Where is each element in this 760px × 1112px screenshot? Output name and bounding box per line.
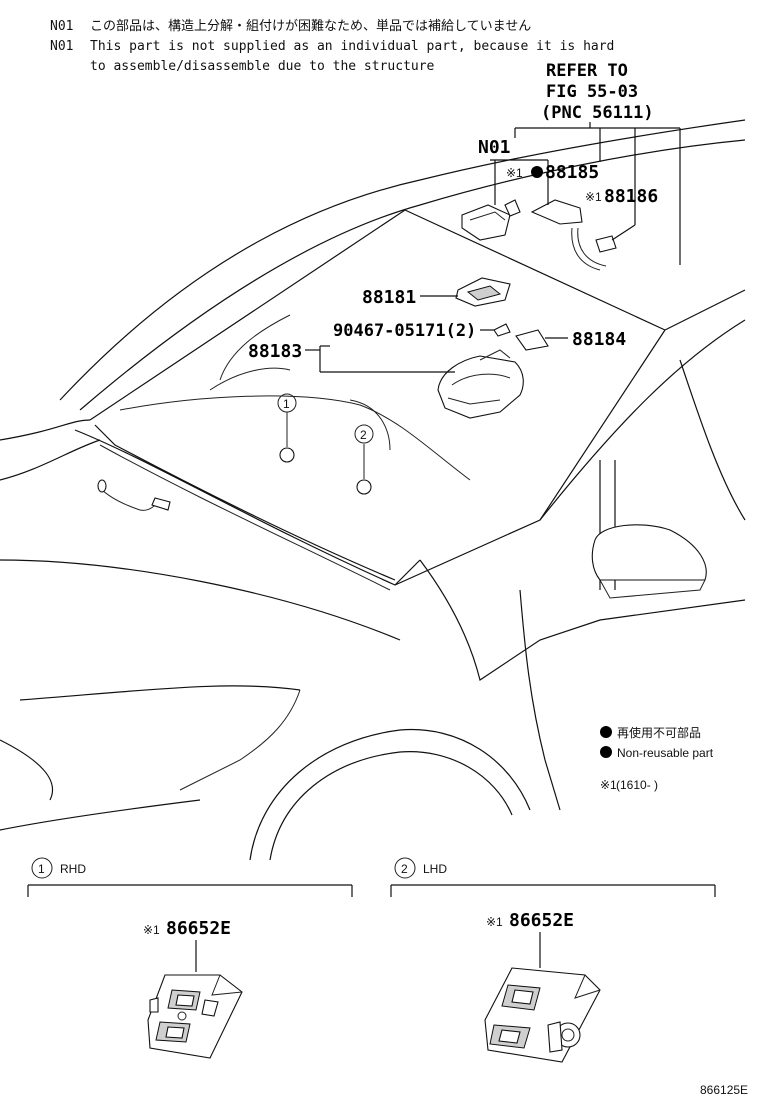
callout-88185-mark: ※1	[506, 166, 523, 180]
legend-note-mark: ※1	[600, 778, 617, 792]
marker-dot-2	[356, 479, 372, 495]
refer-line3: (PNC 56111)	[541, 103, 654, 123]
note-code-jp: N01	[50, 19, 73, 34]
sensor-module-rhd	[147, 974, 243, 1059]
note-text-en-2: to assemble/disassemble due to the struc…	[90, 59, 435, 74]
section-2-part-mark: ※1	[486, 915, 503, 929]
part-88181	[455, 277, 511, 307]
legend-jp: 再使用不可部品	[617, 725, 701, 740]
callout-88181: 88181	[362, 287, 416, 308]
section-2-label: LHD	[423, 862, 447, 876]
section-rhd: 1 RHD ※1 86652E	[27, 857, 353, 1059]
section-1-circle	[31, 857, 53, 879]
section-2-circle	[394, 857, 416, 879]
legend: 再使用不可部品 Non-reusable part ※1 (1610- )	[600, 725, 714, 792]
part-88183-cover	[437, 349, 524, 419]
marker-circle-2	[354, 424, 374, 444]
part-88185	[530, 199, 583, 225]
vehicle-outline	[0, 119, 746, 861]
part-90467-screw	[493, 323, 511, 337]
marker-dot-1	[279, 447, 295, 463]
legend-en: Non-reusable part	[617, 746, 714, 760]
legend-note: (1610- )	[616, 778, 658, 792]
callout-88186-mark: ※1	[585, 190, 602, 204]
section-2-num: 2	[401, 862, 408, 876]
section-lhd: 2 LHD ※1 86652E	[390, 857, 716, 1063]
marker-circle-2-label: 2	[360, 428, 367, 442]
section-1-num: 1	[38, 862, 45, 876]
refer-line1: REFER TO	[546, 61, 628, 81]
leader-lines	[286, 159, 636, 479]
nonreusable-dot-88185	[531, 166, 543, 178]
callout-n01: N01	[478, 137, 511, 158]
refer-bracket	[514, 122, 681, 265]
callout-88186: 88186	[604, 186, 658, 207]
callout-88185: 88185	[545, 162, 599, 183]
callout-90467: 90467-05171(2)	[333, 321, 476, 341]
section-2-part: 86652E	[509, 910, 574, 931]
note-code-en: N01	[50, 39, 73, 54]
section-1-label: RHD	[60, 862, 86, 876]
callout-88183: 88183	[248, 341, 302, 362]
note-text-en-1: This part is not supplied as an individu…	[90, 39, 614, 54]
legend-dot-en	[600, 746, 612, 758]
part-bracket-n01	[461, 199, 521, 241]
part-88184	[515, 329, 549, 351]
marker-circle-1	[277, 393, 297, 413]
part-88186-harness	[571, 227, 617, 271]
sensor-module-lhd	[484, 967, 601, 1063]
note-text-jp: この部品は、構造上分解・組付けが困難なため、単品では補給していません	[90, 18, 531, 33]
section-1-part-mark: ※1	[143, 923, 160, 937]
section-1-part: 86652E	[166, 918, 231, 939]
callout-88184: 88184	[572, 329, 626, 350]
refer-line2: FIG 55-03	[546, 82, 638, 102]
marker-circle-1-label: 1	[283, 397, 290, 411]
legend-dot-jp	[600, 726, 612, 738]
figure-id: 866125E	[700, 1083, 748, 1097]
